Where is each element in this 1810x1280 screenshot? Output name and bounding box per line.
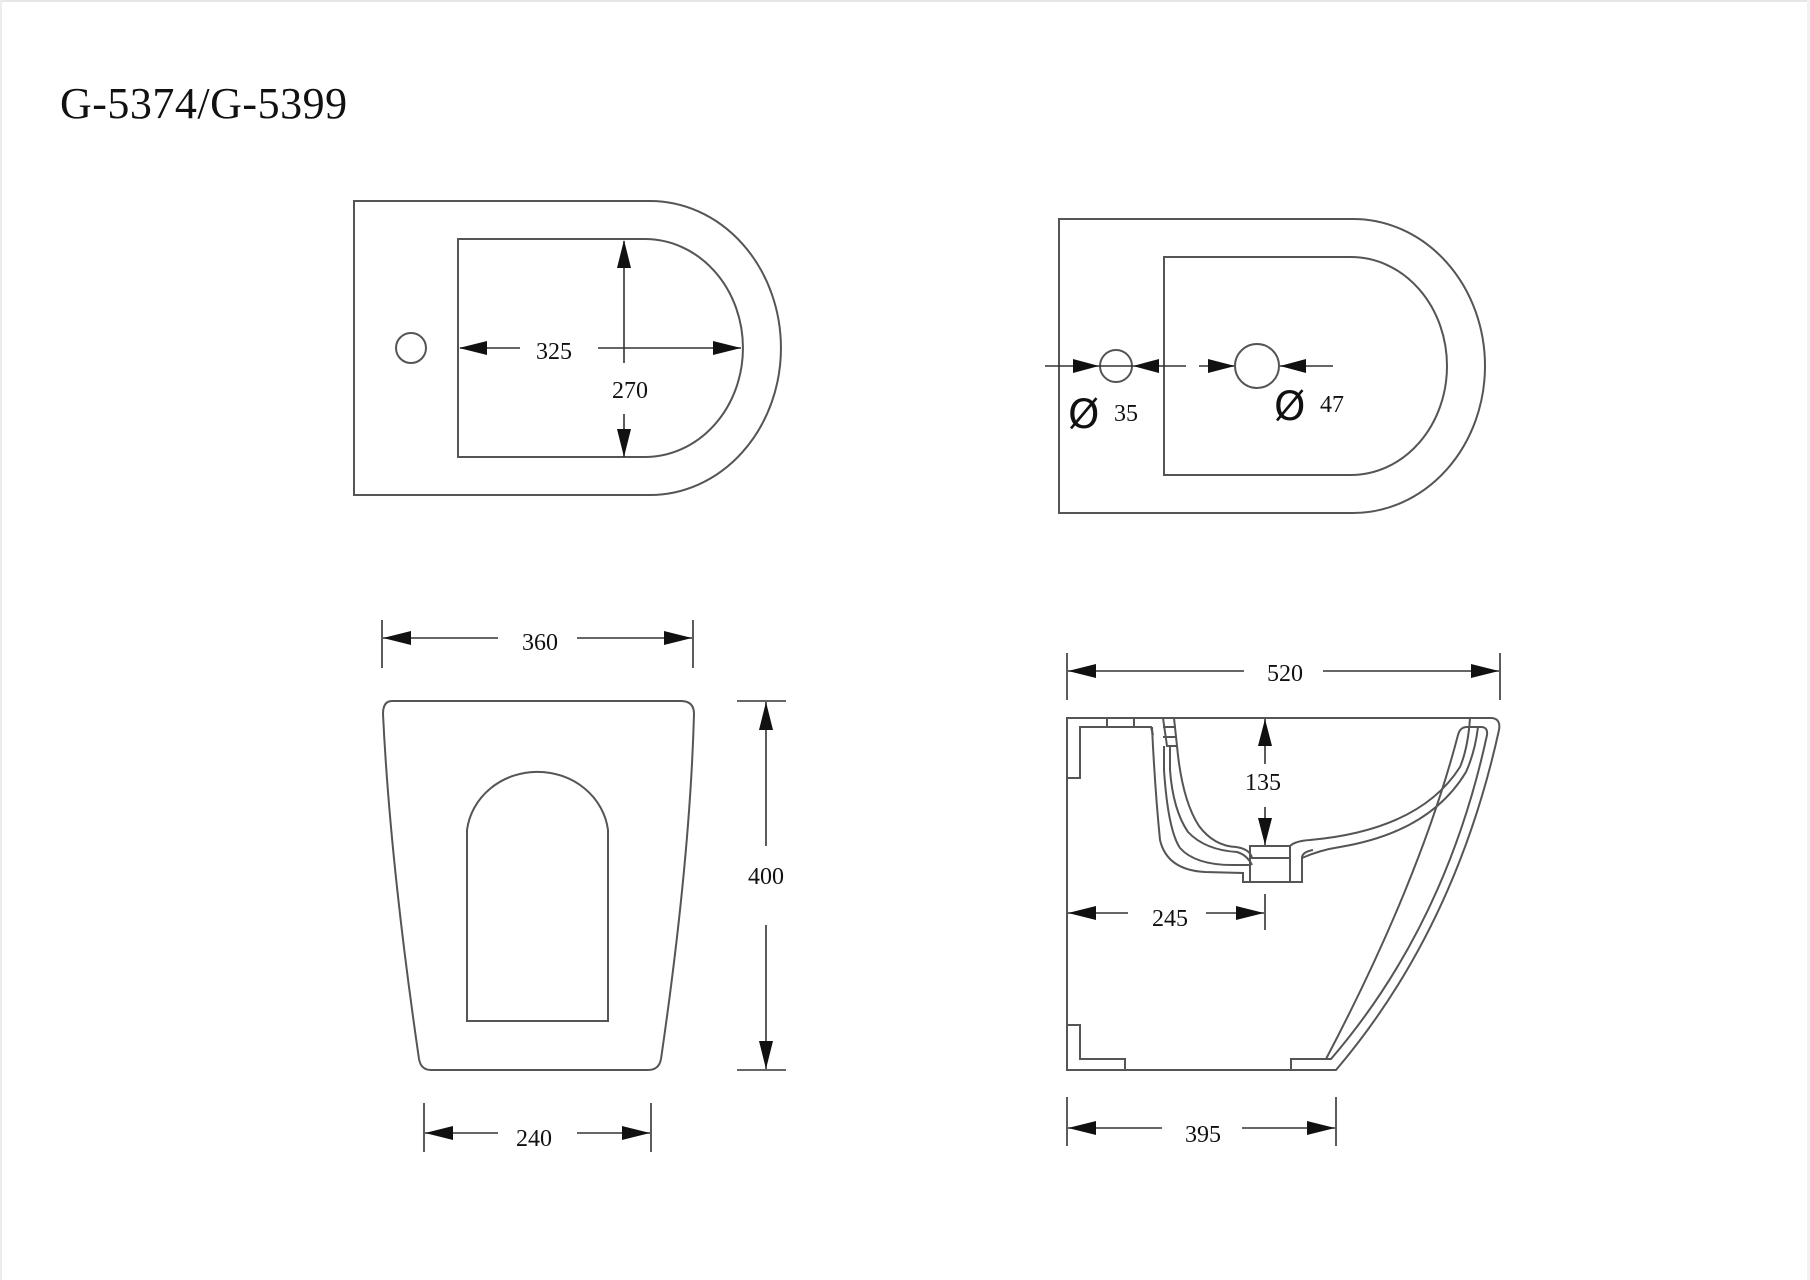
svg-text:395: 395 (1185, 1122, 1221, 1148)
tap-hole (395, 332, 427, 364)
front-foot (1290, 1058, 1331, 1070)
dimension-135: 135 (1245, 719, 1281, 845)
bowl-outer-wall (1151, 726, 1255, 883)
svg-text:245: 245 (1152, 906, 1188, 932)
bowl-front-surface (1289, 717, 1471, 847)
diameter-35-label: Ø 35 (1068, 392, 1138, 438)
front-outline (381, 700, 696, 1071)
svg-text:520: 520 (1267, 661, 1303, 687)
dimension-245: 245 (1068, 894, 1266, 932)
front-view: 360 400 240 (381, 620, 786, 1152)
drain-hole-47 (1234, 343, 1280, 389)
side-outline (1066, 717, 1501, 1071)
page-border (0, 0, 1810, 2)
svg-text:Ø: Ø (1274, 384, 1305, 430)
svg-text:47: 47 (1320, 392, 1344, 418)
outer-outline (1058, 218, 1486, 514)
svg-text:Ø: Ø (1068, 392, 1099, 438)
rinse-channel-inner (1169, 746, 1253, 866)
dimension-360: 360 (381, 620, 694, 668)
dimension-240: 240 (423, 1103, 652, 1152)
outer-outline (353, 200, 782, 496)
page-border (0, 0, 2, 1280)
dimension-270: 270 (612, 240, 648, 457)
side-view: 520 135 245 (1066, 653, 1501, 1148)
svg-text:360: 360 (522, 630, 558, 656)
arched-opening (466, 770, 609, 1022)
dimension-325: 325 (459, 339, 741, 365)
rear-foot (1067, 1024, 1126, 1070)
dimension-395: 395 (1066, 1097, 1337, 1148)
dimension-520: 520 (1066, 653, 1501, 700)
dimension-400: 400 (737, 700, 786, 1071)
top-view-left: 325 270 (353, 200, 782, 496)
drawing-title: G-5374/G-5399 (60, 79, 348, 128)
skirt-inner-line (1306, 726, 1489, 1060)
top-view-right: Ø 35 Ø 47 (1045, 218, 1486, 514)
rinse-inlet (1162, 717, 1179, 747)
page-border (1807, 0, 1810, 1280)
svg-text:325: 325 (536, 339, 572, 365)
svg-text:240: 240 (516, 1126, 552, 1152)
svg-text:400: 400 (748, 864, 784, 890)
svg-text:135: 135 (1245, 770, 1281, 796)
svg-text:270: 270 (612, 378, 648, 404)
diameter-47-label: Ø 47 (1274, 384, 1344, 430)
inner-bowl-outline (1163, 256, 1448, 476)
svg-text:35: 35 (1114, 401, 1138, 427)
bowl-inner-surface (1176, 745, 1253, 859)
rear-top-wall (1067, 726, 1154, 779)
inner-bowl-outline (457, 238, 744, 458)
bowl-front-surface-outer (1301, 726, 1479, 859)
rinse-channel (1163, 746, 1250, 867)
drain-outlet (1249, 845, 1291, 883)
